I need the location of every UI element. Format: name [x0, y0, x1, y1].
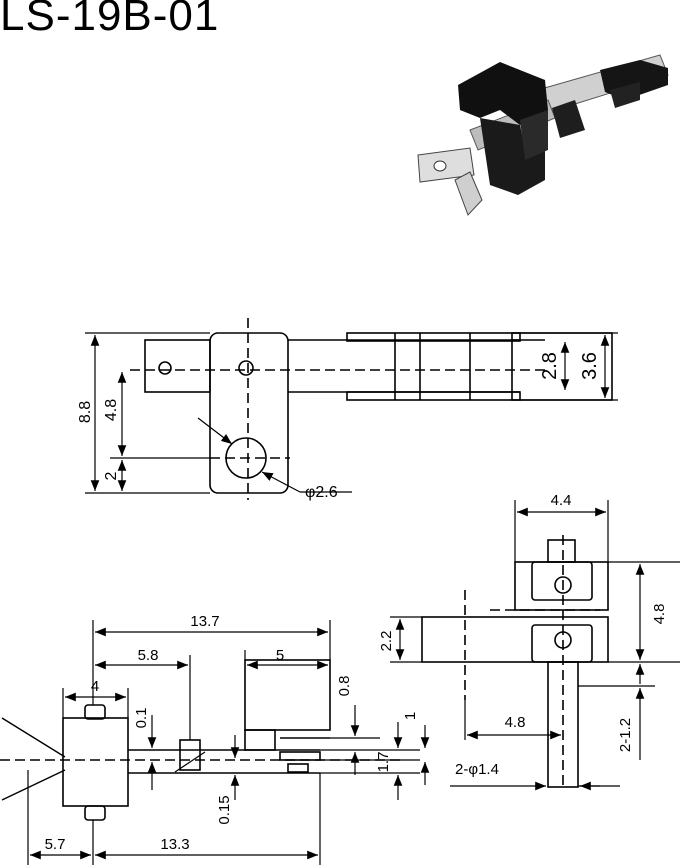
top-view-labels: 8.8 4.8 2 2.8 3.6 φ2.6 [77, 352, 601, 501]
dim-left-offset: 5.7 [45, 836, 66, 853]
side-view [0, 620, 430, 865]
dim-pin-pitch: 2-1.2 [617, 718, 634, 752]
dim-hole-offset: 4.8 [103, 399, 120, 421]
dim-gap-top: 0.1 [133, 708, 150, 729]
dim-right-block: 5 [276, 647, 284, 664]
dim-end-height: 4.8 [651, 604, 668, 625]
dim-gap-bottom: 0.15 [216, 795, 233, 824]
dim-main-length: 13.3 [160, 836, 189, 853]
dim-hole-diameter: φ2.6 [305, 484, 338, 501]
dim-end-width: 4.4 [551, 492, 572, 509]
dim-pin-hole: 2-φ1.4 [455, 761, 499, 778]
dim-gap-right: 0.8 [336, 676, 353, 697]
dim-slot-height: 2.2 [378, 631, 395, 652]
dim-body-width: 4 [91, 678, 99, 695]
dim-pin-offset: 4.8 [505, 714, 526, 731]
dim-thickness-a: 1 [402, 712, 419, 720]
dim-end-width-inner: 2.8 [539, 352, 561, 380]
end-view-labels: 4.4 4.8 2.2 4.8 2-1.2 2-φ1.4 [378, 492, 668, 778]
dim-overall-height: 8.8 [77, 401, 94, 423]
page-title: LS-19B-01 [0, 0, 220, 40]
dim-total-length: 13.7 [190, 613, 219, 630]
dim-end-width-outer: 3.6 [579, 352, 601, 380]
dim-thickness-b: 1.7 [375, 752, 392, 773]
top-view [85, 318, 618, 500]
dim-left-mount: 5.8 [138, 647, 159, 664]
end-view [390, 500, 680, 791]
dim-base-offset: 2 [103, 471, 120, 480]
side-view-labels: 13.7 5.8 5 4 0.1 0.8 1 1.7 0.15 5.7 13.3 [45, 613, 419, 853]
